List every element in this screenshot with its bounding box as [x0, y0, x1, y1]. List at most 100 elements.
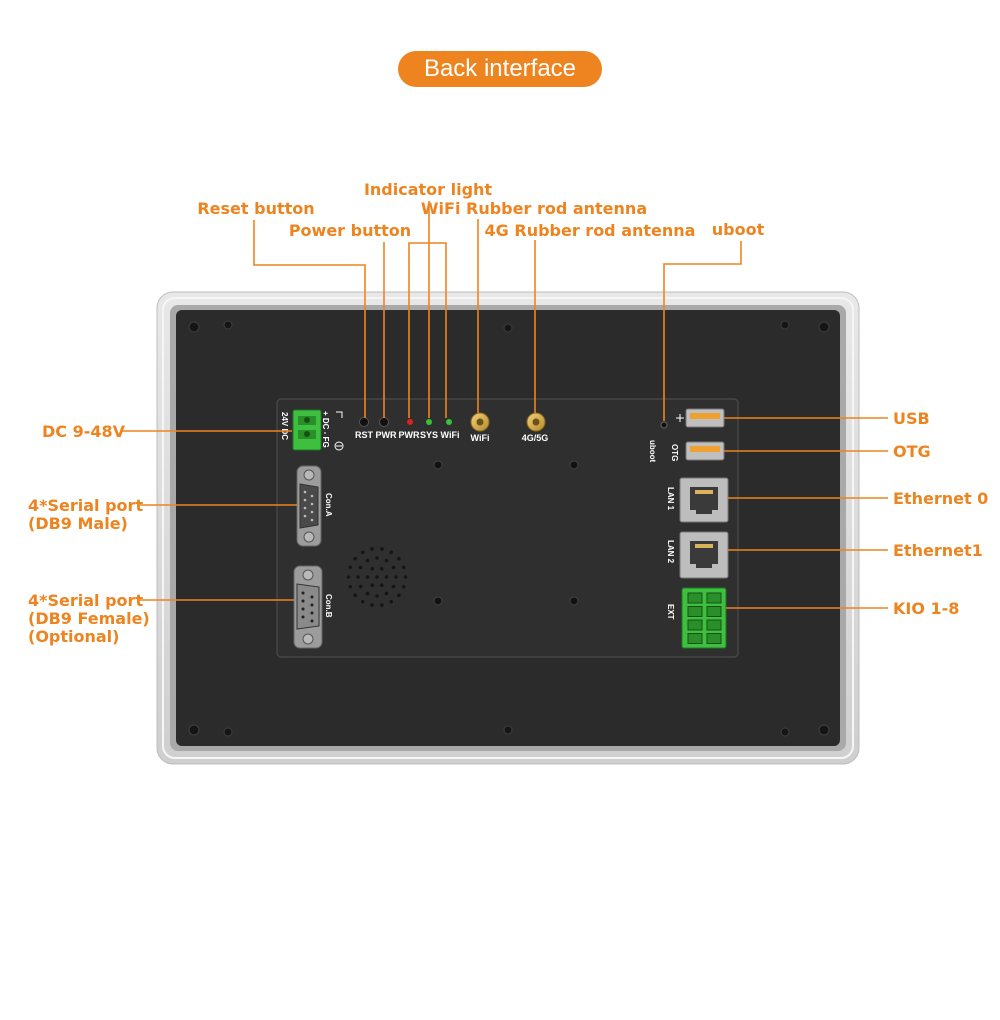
- power-button[interactable]: [379, 417, 389, 427]
- speaker-hole: [358, 565, 363, 570]
- kio-pin: [687, 633, 703, 644]
- speaker-hole: [389, 550, 394, 555]
- callout-ethernet0: Ethernet 0: [893, 489, 988, 508]
- callout-reset-button: Reset button: [197, 199, 314, 218]
- db9-female-port[interactable]: [293, 565, 323, 649]
- speaker-hole: [401, 565, 406, 570]
- speaker-hole: [358, 584, 363, 589]
- callout-lte-antenna: 4G Rubber rod antenna: [485, 221, 696, 240]
- speaker-hole: [391, 584, 396, 589]
- kio-pin: [706, 619, 722, 631]
- callout-usb: USB: [893, 409, 930, 428]
- dc-pins-label: + DC - FG: [321, 411, 330, 448]
- lan2-silk: LAN 2: [666, 540, 675, 564]
- speaker-hole: [394, 575, 398, 579]
- lte-port-silk: 4G/5G: [522, 433, 549, 443]
- lan1-port[interactable]: [679, 477, 729, 523]
- kio-pin: [687, 606, 703, 617]
- callout-wifi-antenna: WiFi Rubber rod antenna: [421, 199, 647, 218]
- pwr-led: [407, 419, 413, 425]
- sys-led-silk: SYS: [420, 430, 438, 440]
- uboot-button[interactable]: [660, 421, 668, 429]
- callout-serial-male-line1: 4*Serial port: [28, 496, 143, 515]
- speaker-hole: [375, 556, 379, 560]
- dc-power-label: 24V DC: [280, 412, 289, 440]
- speaker-hole: [356, 575, 360, 579]
- speaker-hole: [370, 583, 375, 588]
- callout-power-button: Power button: [289, 221, 411, 240]
- dc-terminal: 24V DC + DC - FG: [280, 409, 344, 451]
- kio-pin: [687, 592, 703, 604]
- usb-icon: [676, 414, 684, 422]
- db9-male-port[interactable]: [296, 465, 322, 547]
- speaker-hole: [346, 575, 351, 579]
- wifi-led: [446, 419, 452, 425]
- reset-button[interactable]: [359, 417, 369, 427]
- rst-silk: RST: [355, 430, 374, 440]
- speaker-hole: [391, 565, 396, 570]
- speaker-hole: [353, 556, 357, 561]
- otg-port[interactable]: [685, 441, 725, 461]
- pwr-button-silk: PWR: [376, 430, 397, 440]
- io-plate: [276, 398, 739, 658]
- lte-antenna-port[interactable]: [526, 412, 546, 432]
- speaker-hole: [397, 556, 401, 561]
- ground-icon: [334, 441, 344, 451]
- speaker-hole: [365, 558, 370, 563]
- speaker-hole: [360, 550, 365, 555]
- kio-terminal[interactable]: [681, 587, 727, 649]
- uboot-silk: uboot: [648, 440, 657, 463]
- leader-lines: [122, 201, 888, 609]
- speaker-hole: [384, 558, 389, 563]
- callout-indicator-light: Indicator light: [364, 180, 492, 199]
- kio-pin: [687, 619, 703, 631]
- speaker-hole: [389, 599, 394, 604]
- sys-led: [426, 419, 432, 425]
- ext-silk: EXT: [666, 604, 675, 620]
- speaker-hole: [375, 575, 379, 579]
- speaker-hole: [348, 584, 353, 589]
- callout-serial-female-line2: (DB9 Female): [28, 609, 150, 628]
- speaker-hole: [397, 593, 401, 598]
- wifi-port-silk: WiFi: [471, 433, 490, 443]
- speaker-grille: [346, 547, 408, 607]
- callout-serial-female-line3: (Optional): [28, 627, 119, 646]
- speaker-hole: [375, 594, 379, 598]
- speaker-hole: [365, 575, 370, 579]
- lan1-silk: LAN 1: [666, 487, 675, 511]
- kio-pin: [706, 633, 722, 644]
- speaker-hole: [380, 603, 384, 607]
- usb-port[interactable]: [685, 408, 725, 428]
- callout-kio: KIO 1-8: [893, 599, 959, 618]
- callout-uboot: uboot: [712, 220, 765, 239]
- pwr-led-silk: PWR: [399, 430, 420, 440]
- speaker-hole: [348, 565, 353, 570]
- speaker-hole: [353, 593, 357, 598]
- speaker-hole: [384, 591, 389, 596]
- wifi-led-silk: WiFi: [441, 430, 460, 440]
- speaker-hole: [401, 584, 406, 589]
- callout-serial-male-line2: (DB9 Male): [28, 514, 128, 533]
- callout-dc: DC 9-48V: [42, 422, 126, 441]
- speaker-hole: [370, 603, 374, 607]
- otg-silk: OTG: [670, 444, 679, 461]
- speaker-hole: [379, 566, 384, 571]
- speaker-hole: [360, 599, 365, 604]
- callout-otg: OTG: [893, 442, 931, 461]
- kio-pin: [706, 592, 722, 604]
- callout-ethernet1: Ethernet1: [893, 541, 983, 560]
- wifi-antenna-port[interactable]: [470, 412, 490, 432]
- con-b-silk: Con.B: [324, 594, 333, 618]
- speaker-hole: [365, 591, 370, 596]
- con-a-silk: Con.A: [324, 493, 333, 517]
- speaker-hole: [403, 575, 408, 579]
- speaker-hole: [384, 575, 389, 579]
- speaker-hole: [370, 566, 375, 571]
- speaker-hole: [370, 547, 374, 551]
- title-badge: Back interface: [398, 51, 602, 87]
- speaker-hole: [380, 547, 384, 551]
- callout-serial-female-line1: 4*Serial port: [28, 591, 143, 610]
- speaker-hole: [379, 583, 384, 588]
- lan2-port[interactable]: [679, 531, 729, 579]
